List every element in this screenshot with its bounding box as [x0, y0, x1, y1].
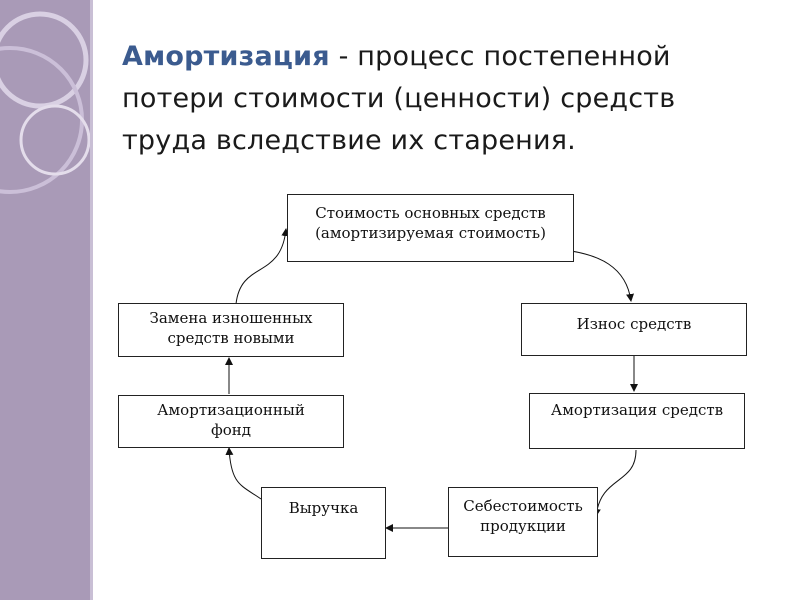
diagram-connectors	[225, 228, 638, 532]
node-asset-value-line1: Стоимость основных средств	[315, 204, 546, 222]
node-cost-line2: продукции	[480, 517, 566, 535]
sidebar-circle	[0, 11, 89, 109]
node-fund: Амортизационный фонд	[118, 395, 344, 448]
arrow-depreciation-to-cost	[592, 449, 637, 517]
slide-title: Амортизация - процесс постепенной потери…	[122, 36, 762, 162]
node-wear: Износ средств	[521, 303, 747, 356]
node-revenue: Выручка	[261, 487, 386, 559]
sidebar-circles-decoration	[0, 11, 90, 194]
node-asset-value-line2: (амортизируемая стоимость)	[315, 224, 546, 242]
node-fund-line2: фонд	[210, 421, 251, 439]
node-revenue-line1: Выручка	[288, 499, 359, 517]
node-depreciation: Амортизация средств	[529, 393, 745, 449]
decorative-sidebar	[0, 0, 90, 600]
sidebar-divider	[90, 0, 93, 600]
node-cost: Себестоимость продукции	[448, 487, 598, 557]
arrow-value-to-wear	[570, 250, 634, 302]
arrow-replacement-to-value	[235, 228, 290, 305]
depreciation-cycle-diagram: Стоимость основных средств (амортизируем…	[96, 185, 771, 570]
title-definition: - процесс постепенной потери стоимости (…	[122, 41, 676, 156]
node-asset-value: Стоимость основных средств (амортизируем…	[287, 194, 574, 262]
node-replacement-line2: средств новыми	[167, 329, 295, 347]
arrow-revenue-to-fund	[225, 447, 262, 500]
title-term: Амортизация	[122, 41, 330, 72]
node-depreciation-line1: Амортизация средств	[550, 401, 724, 419]
node-replacement-line1: Замена изношенных	[149, 309, 313, 327]
node-wear-line1: Износ средств	[576, 315, 692, 333]
node-cost-line1: Себестоимость	[463, 497, 583, 515]
node-replacement: Замена изношенных средств новыми	[118, 303, 344, 357]
node-fund-line1: Амортизационный	[157, 401, 305, 419]
sidebar-circle	[19, 104, 90, 176]
